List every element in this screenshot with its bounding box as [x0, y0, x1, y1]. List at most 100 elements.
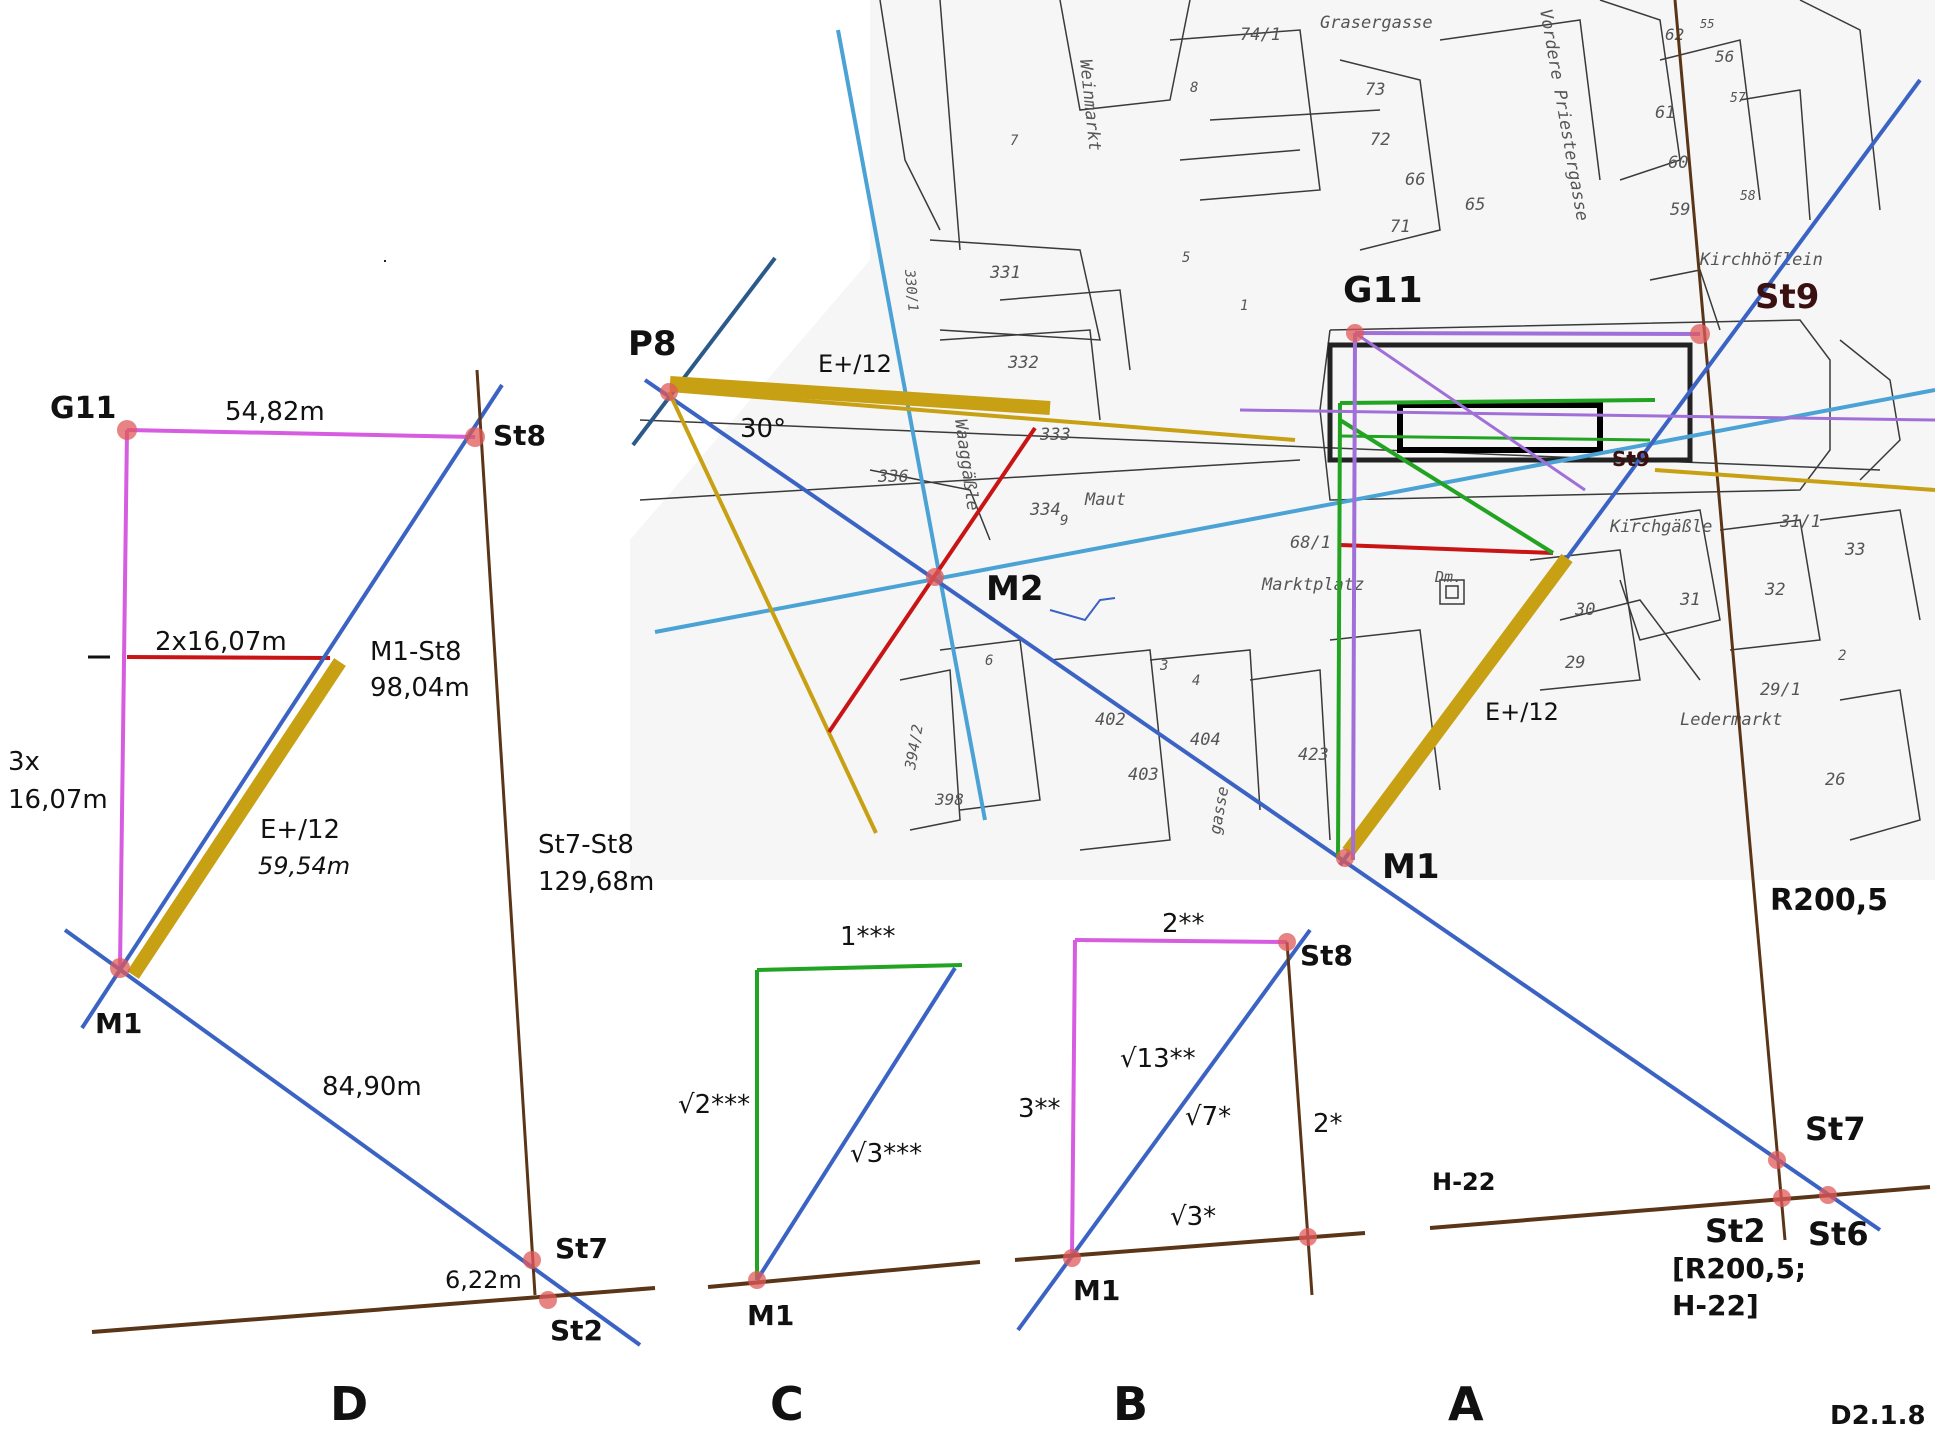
brown-line-base-d [91, 1286, 656, 1334]
label-g11-map: G11 [1343, 270, 1423, 311]
parcel-label: 71 [1390, 217, 1410, 237]
purple-line-g11-st9 [1354, 331, 1701, 336]
label-e12-right: E+/12 [1485, 698, 1559, 726]
label-p8: P8 [628, 324, 677, 364]
map-points [660, 324, 1710, 867]
parcel-label: 68/1 [1290, 533, 1331, 553]
label-dist-m1-st7: 84,90m [322, 1072, 422, 1102]
green-line-mid [1339, 434, 1651, 442]
magenta-line-g11-st8 [126, 428, 476, 439]
parcel-label: 31/1 [1779, 512, 1821, 532]
parcel-numbers: 74/1 73 72 71 66 65 62 61 60 59 58 56 57… [877, 17, 1865, 809]
purple-line-vertical [1351, 332, 1357, 861]
gold-line-thin [669, 388, 1296, 442]
street-marktplatz: Marktplatz [1261, 575, 1364, 595]
label-st7-a: St7 [1805, 1110, 1866, 1148]
point-right-b [1299, 1228, 1317, 1246]
point-g11 [117, 420, 137, 440]
parcel-label: 59 [1670, 200, 1690, 220]
blue-scribble [1049, 597, 1116, 622]
parcel-label: 26 [1825, 770, 1845, 790]
point-st7 [523, 1251, 541, 1269]
panel-letter-a: A [1448, 1377, 1484, 1431]
lightblue-line-horizontal [654, 388, 1935, 634]
parcel-label: 31 [1679, 590, 1700, 610]
point-m1 [110, 958, 130, 978]
parcel-label: 66 [1405, 170, 1425, 190]
label-r200: R200,5 [1770, 883, 1888, 918]
label-note-a: [R200,5; [1672, 1252, 1806, 1285]
label-st7-st8-b: 129,68m [538, 867, 654, 897]
label-st2: St2 [550, 1314, 603, 1347]
label-st7: St7 [555, 1232, 608, 1265]
label-b-top: 2** [1162, 909, 1205, 939]
label-st8: St8 [493, 419, 546, 452]
blue-line-p8-st6 [643, 378, 1882, 1232]
parcel-label: 334 [1029, 500, 1061, 520]
street-grasergasse: Grasergasse [1320, 13, 1433, 33]
parcel-label: 9 [1060, 513, 1068, 529]
point-p8 [660, 383, 678, 401]
panel-letter-d: D [330, 1377, 368, 1431]
label-h22: H-22 [1432, 1168, 1495, 1196]
label-m1-st8-a: M1-St8 [370, 637, 462, 667]
parcel-label: 30 [1574, 600, 1595, 620]
parcel-label: 403 [1128, 765, 1159, 785]
parcel-label: 6 [985, 653, 993, 669]
point-m1-c [748, 1271, 766, 1289]
parcel-label: 29/1 [1760, 680, 1801, 700]
street-kirchgassle: Kirchgäßle [1609, 517, 1712, 537]
point-st7-a [1768, 1151, 1786, 1169]
label-note-b: H-22] [1672, 1289, 1759, 1322]
magenta-line-g11-m1 [118, 429, 129, 969]
label-dist-2x: 2x16,07m [155, 627, 287, 657]
parcel-label: 404 [1190, 730, 1221, 750]
blue-line-m1-st8 [80, 383, 504, 1030]
blue-line-m1-st2 [63, 928, 642, 1347]
red-line-2x [126, 655, 331, 660]
label-m1: M1 [95, 1007, 142, 1040]
parcel-label: 398 [934, 790, 964, 809]
street-dm: Dm. [1434, 568, 1462, 586]
parcel-label: 5 [1182, 250, 1190, 266]
parcel-label: 62 [1665, 25, 1684, 44]
label-e12-top: E+/12 [818, 350, 892, 378]
label-st8-b: St8 [1300, 939, 1353, 972]
parcel-label: 55 [1700, 17, 1714, 31]
point-m1-b [1063, 1249, 1081, 1267]
parcel-label: 56 [1715, 47, 1734, 66]
label-b-right: 2* [1313, 1109, 1343, 1139]
point-st8-b [1278, 933, 1296, 951]
parcel-label: 336 [877, 467, 909, 487]
purple-line-diag [1354, 331, 1586, 492]
lightblue-line-vertical [836, 29, 987, 821]
blue-line-diag-c [755, 966, 957, 1282]
panel-c: 1*** √2*** √3*** M1 [678, 922, 981, 1332]
label-b-diag7: √7* [1185, 1102, 1231, 1132]
point-st2-a [1773, 1189, 1791, 1207]
label-m1-b: M1 [1073, 1274, 1120, 1307]
label-b-bottom: √3* [1170, 1202, 1216, 1232]
label-dist-g11-st8: 54,82m [225, 397, 325, 427]
label-m1-c: M1 [747, 1299, 794, 1332]
magenta-line-left-b [1070, 939, 1077, 1259]
panel-a-base: H-22 St7 St2 St6 [R200,5; H-22] [1429, 1110, 1931, 1322]
point-g11-map [1346, 324, 1364, 342]
point-st6-a [1819, 1186, 1837, 1204]
parcel-label: 4 [1192, 673, 1200, 689]
label-e12-d-b: 59,54m [258, 852, 350, 880]
church-outline [1327, 342, 1693, 463]
street-ledermarkt: Ledermarkt [1680, 710, 1782, 730]
label-g11: G11 [50, 391, 116, 426]
parcel-label: 423 [1298, 745, 1329, 765]
panel-letter-b: B [1113, 1377, 1148, 1431]
green-line-diag [1338, 418, 1555, 555]
parcel-label: 60 [1668, 153, 1688, 173]
label-st9: St9 [1755, 277, 1819, 317]
parcel-label: 1 [1240, 298, 1248, 314]
parcel-label: 32 [1764, 580, 1785, 600]
label-e12-d-a: E+/12 [260, 815, 340, 845]
parcel-label: 72 [1370, 130, 1390, 150]
parcel-label: 7 [1010, 133, 1019, 149]
